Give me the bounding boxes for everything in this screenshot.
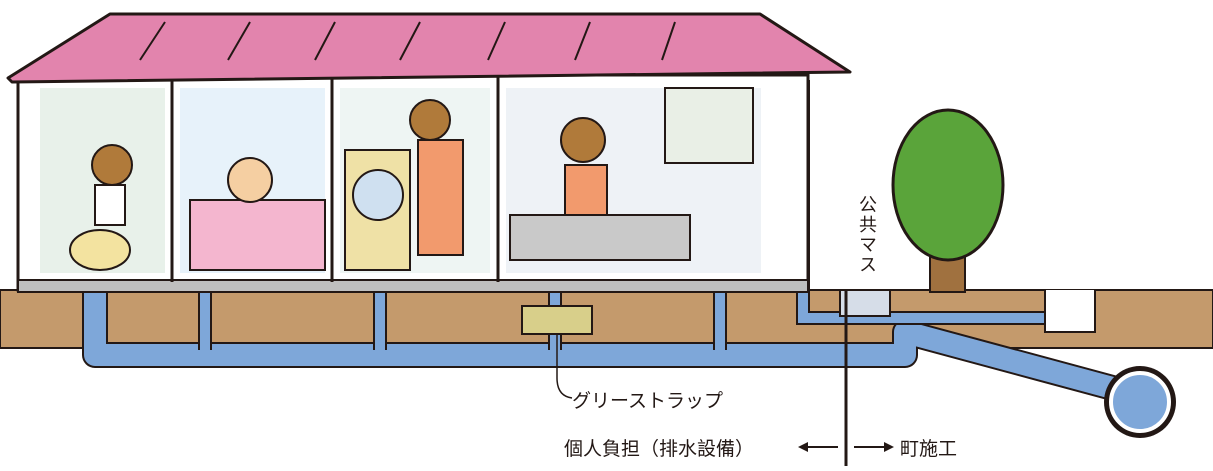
house	[16, 73, 810, 293]
tree	[891, 108, 1005, 293]
grease-trap	[521, 305, 593, 335]
private-side-label: 個人負担（排水設備）	[564, 438, 755, 460]
town-side-label: 町施工	[900, 438, 958, 460]
public-basin	[839, 289, 891, 317]
roof	[6, 12, 852, 84]
arrow-left	[798, 442, 838, 452]
grease-trap-label: グリーストラップ	[572, 390, 724, 412]
public-basin-label: 公共マス	[856, 195, 877, 275]
grease-trap-leader	[556, 334, 573, 399]
arrow-right	[854, 442, 894, 452]
